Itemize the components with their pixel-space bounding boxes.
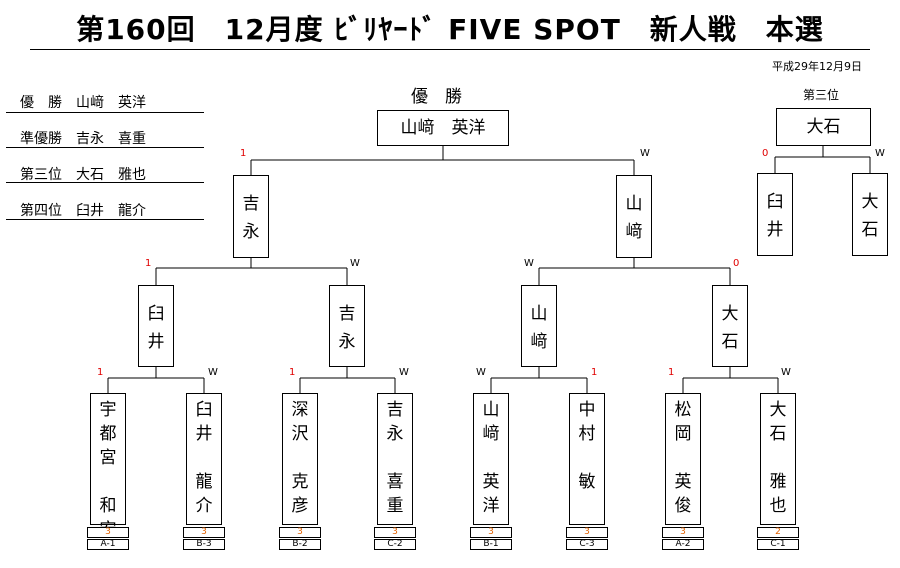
round1-score-8: W <box>781 367 791 378</box>
semi-box-2: 吉 永 <box>329 285 365 367</box>
third-place-winner-box: 大石 <box>776 108 871 146</box>
title-underline <box>30 49 870 50</box>
round1-score-4: W <box>399 367 409 378</box>
result-divider <box>6 112 204 113</box>
round1-box-3: 深 沢 克 彦 <box>282 393 318 525</box>
group-cell: A-1 <box>87 539 129 550</box>
semi-score-1: 1 <box>145 258 152 269</box>
round1-box-4: 吉 永 喜 重 <box>377 393 413 525</box>
group-cell: C-3 <box>566 539 608 550</box>
group-cell: B-1 <box>470 539 512 550</box>
group-cell: A-2 <box>662 539 704 550</box>
third-left-score: 0 <box>762 148 769 159</box>
seed-cell: 3 <box>183 527 225 538</box>
seed-cell: 2 <box>757 527 799 538</box>
third-right-score: W <box>875 148 885 159</box>
semi-score-4: 0 <box>733 258 740 269</box>
result-fourth: 第四位 臼井 龍介 <box>20 203 146 219</box>
round1-box-6: 中 村 敏 <box>569 393 605 525</box>
round1-box-5: 山 﨑 英 洋 <box>473 393 509 525</box>
round1-score-6: 1 <box>591 367 598 378</box>
round1-score-1: 1 <box>97 367 104 378</box>
result-divider <box>6 182 204 183</box>
result-divider <box>6 219 204 220</box>
champion-label: 優 勝 <box>411 87 462 107</box>
final-right-score: W <box>640 148 650 159</box>
semi-score-2: W <box>350 258 360 269</box>
semi-box-3: 山 﨑 <box>521 285 557 367</box>
group-cell: C-1 <box>757 539 799 550</box>
seed-cell: 3 <box>87 527 129 538</box>
third-place-label: 第三位 <box>803 88 840 102</box>
round1-score-5: W <box>476 367 486 378</box>
round1-box-7: 松 岡 英 俊 <box>665 393 701 525</box>
seed-cell: 3 <box>374 527 416 538</box>
round1-box-2: 臼 井 龍 介 <box>186 393 222 525</box>
round1-score-7: 1 <box>668 367 675 378</box>
final-left-score: 1 <box>240 148 247 159</box>
final-left-box: 吉 永 <box>233 175 269 258</box>
semi-box-4: 大 石 <box>712 285 748 367</box>
page-title: 第160回 12月度 ﾋﾞﾘﾔｰﾄﾞ FIVE SPOT 新人戦 本選 <box>76 13 824 46</box>
champion-box: 山﨑 英洋 <box>377 110 509 146</box>
final-right-box: 山 﨑 <box>616 175 652 258</box>
result-runner-up: 準優勝 吉永 喜重 <box>20 131 146 147</box>
round1-box-8: 大 石 雅 也 <box>760 393 796 525</box>
round1-box-1: 宇 都 宮 和 宏 <box>90 393 126 540</box>
semi-box-1: 臼 井 <box>138 285 174 367</box>
round1-score-2: W <box>208 367 218 378</box>
event-date: 平成29年12月9日 <box>772 60 862 73</box>
third-left-box: 臼 井 <box>757 173 793 256</box>
result-third: 第三位 大石 雅也 <box>20 167 146 183</box>
result-champion: 優 勝 山﨑 英洋 <box>20 95 146 111</box>
result-divider <box>6 147 204 148</box>
semi-score-3: W <box>524 258 534 269</box>
seed-cell: 3 <box>470 527 512 538</box>
group-cell: B-3 <box>183 539 225 550</box>
group-cell: C-2 <box>374 539 416 550</box>
third-right-box: 大 石 <box>852 173 888 256</box>
round1-score-3: 1 <box>289 367 296 378</box>
seed-cell: 3 <box>662 527 704 538</box>
seed-cell: 3 <box>566 527 608 538</box>
seed-cell: 3 <box>279 527 321 538</box>
group-cell: B-2 <box>279 539 321 550</box>
